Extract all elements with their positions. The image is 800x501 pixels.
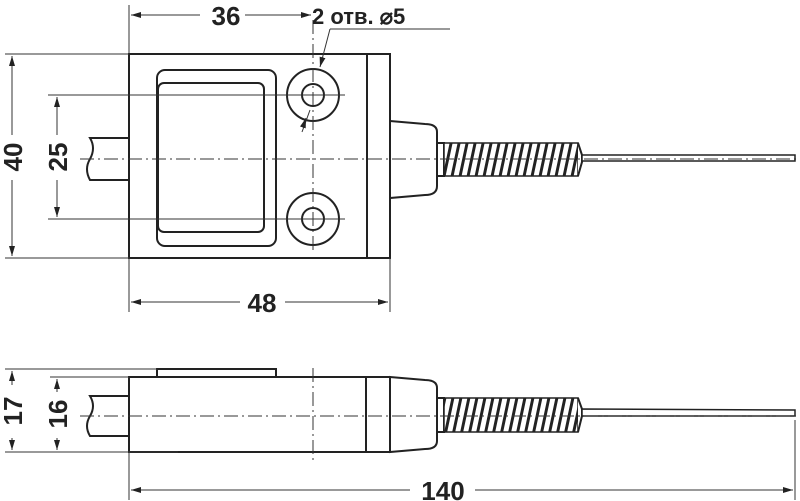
cable-side [581,408,796,417]
cable [581,154,796,162]
top-view: 36 2 отв. ⌀5 48 40 25 [0,1,800,318]
actuator-window-inner [157,82,265,233]
dim-body-height: 16 [43,400,73,429]
dim-height: 40 [0,143,28,172]
actuator-plate [156,368,277,378]
dim-hole-spacing-x: 36 [212,1,241,31]
connector-housing-side [389,375,438,454]
switch-body-side [128,376,391,453]
side-view: 17 16 140 [0,368,800,501]
connector-housing [389,119,438,200]
spring-sleeve-side [443,397,579,433]
dim-hole-spacing-y: 25 [43,143,73,172]
hole-note: 2 отв. ⌀5 [312,4,405,29]
dim-total-height: 17 [0,397,28,426]
dim-total-length: 140 [421,476,464,501]
dim-width: 48 [248,288,277,318]
